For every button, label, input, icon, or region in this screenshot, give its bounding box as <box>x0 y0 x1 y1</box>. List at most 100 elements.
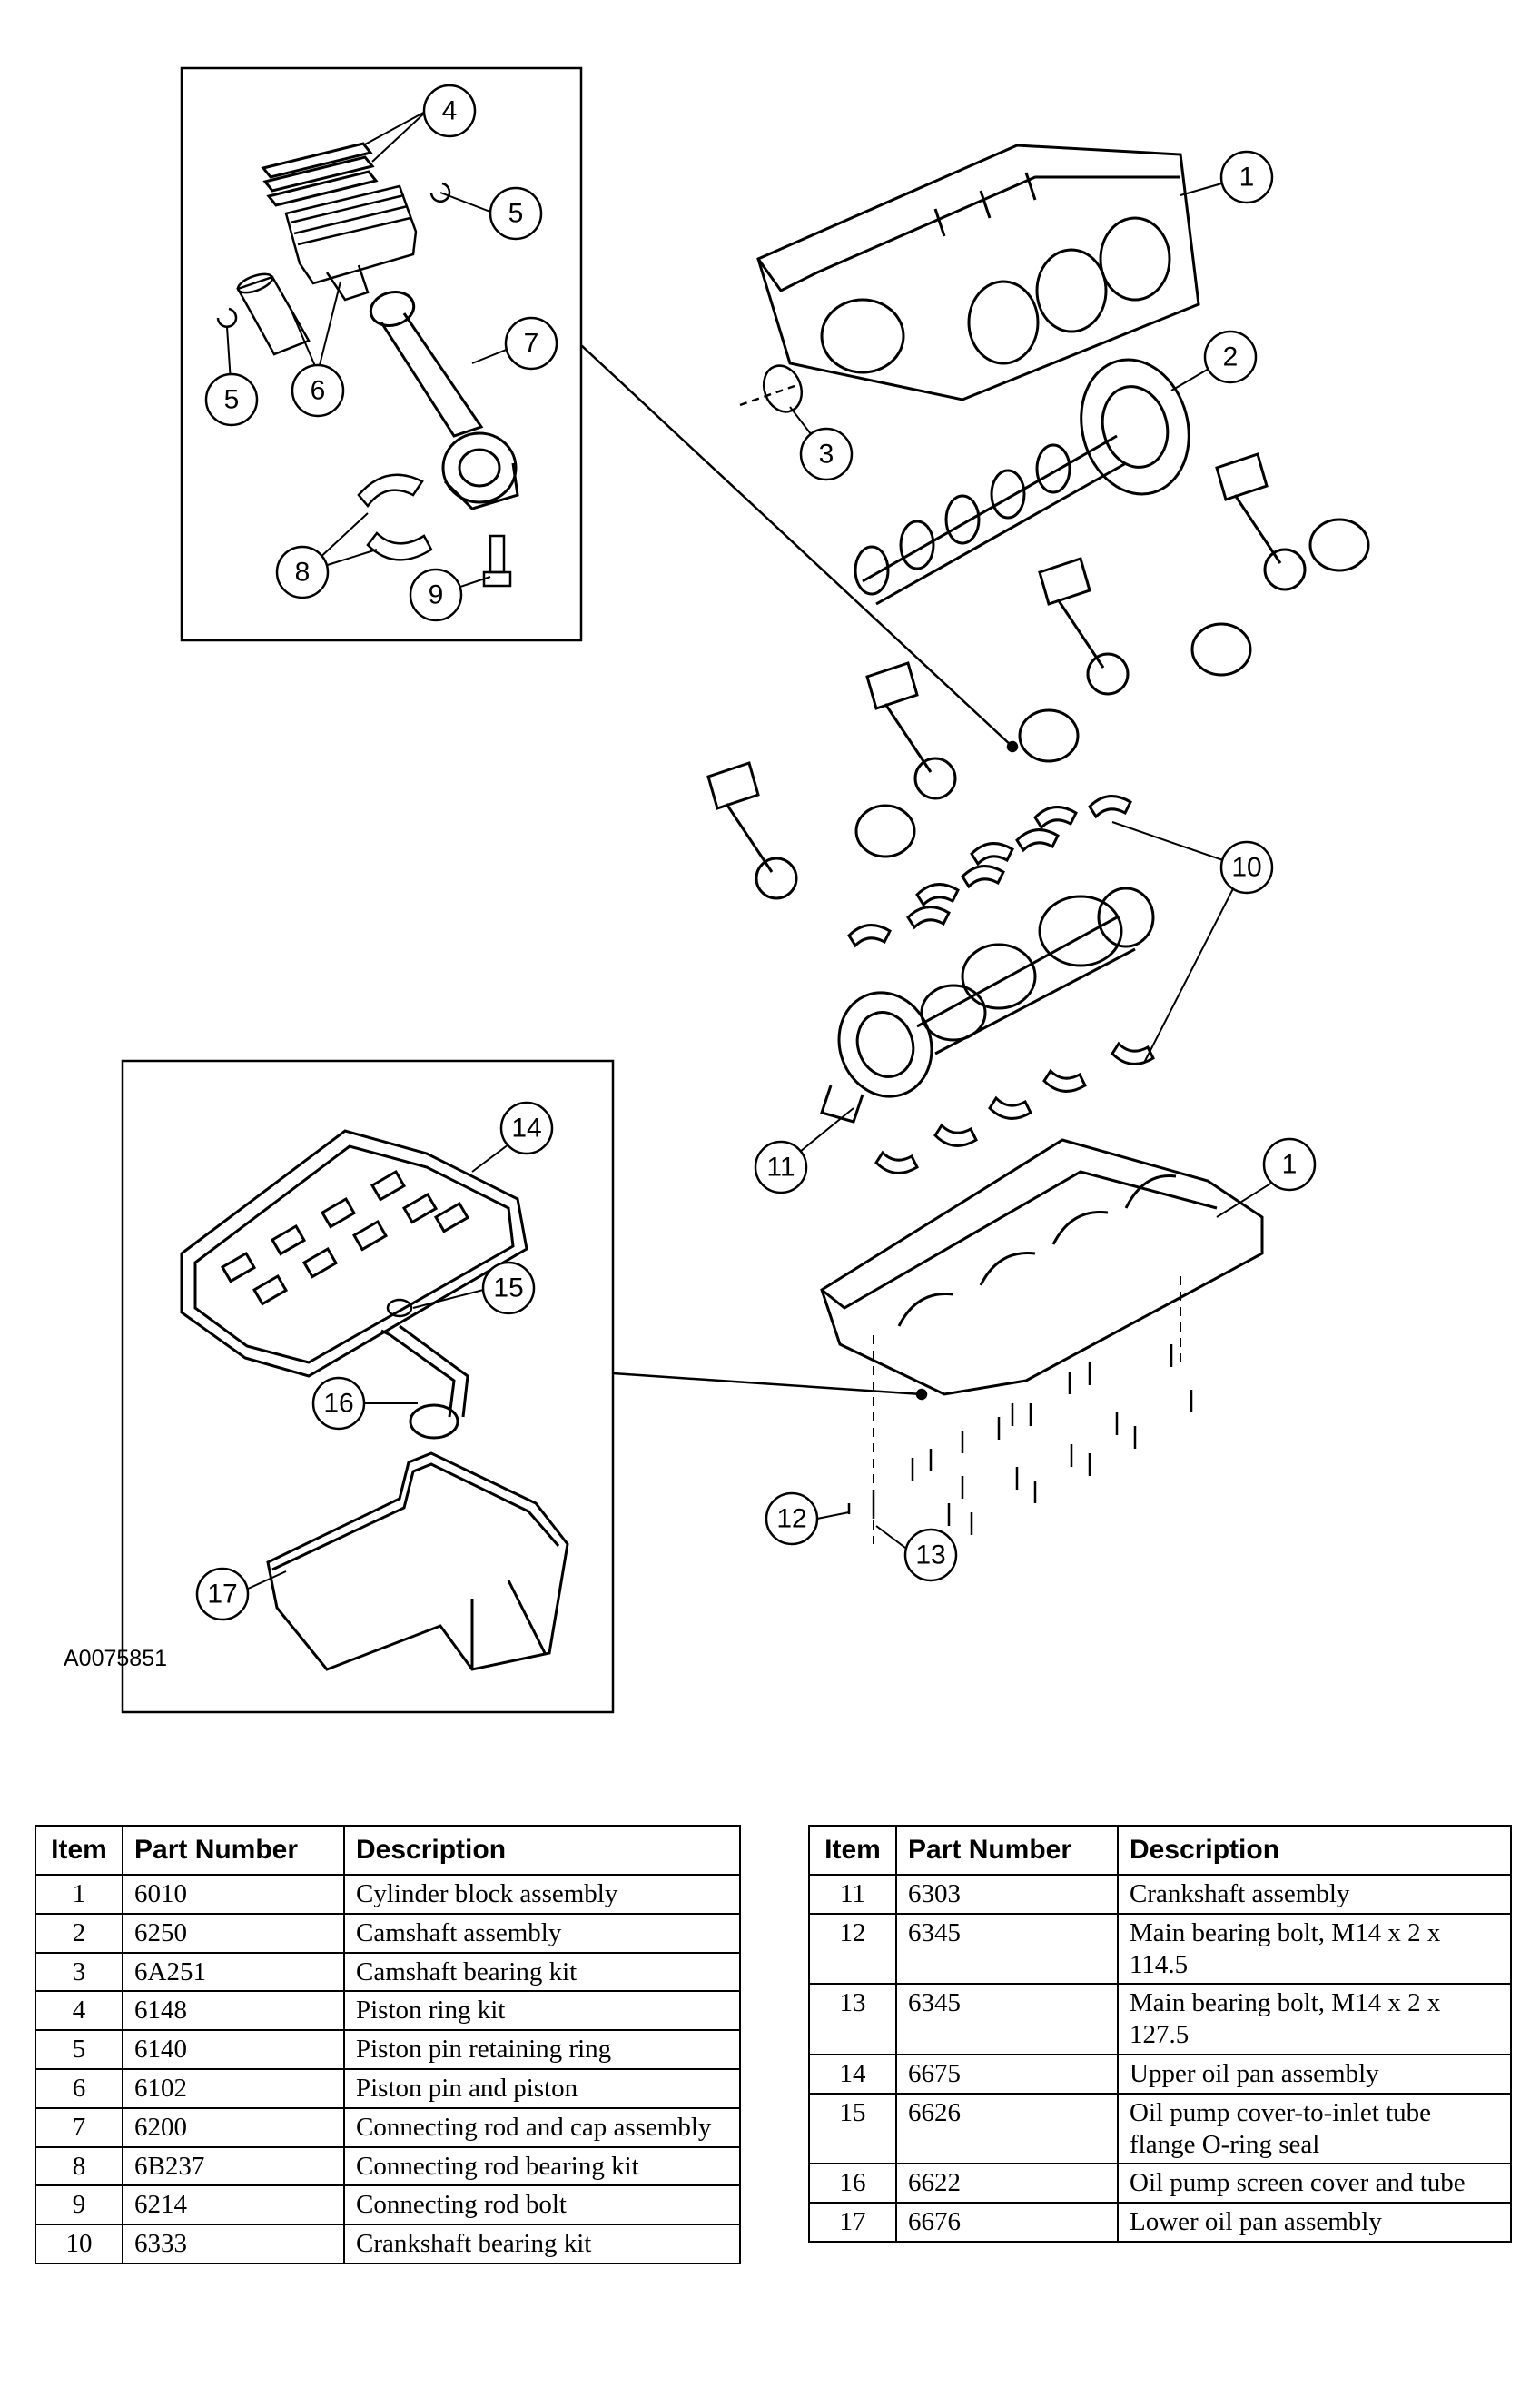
svg-text:1: 1 <box>1282 1150 1298 1180</box>
cell-description: Oil pump cover-to-inlet tube flange O-ri… <box>1117 2092 1512 2165</box>
callout-9: 9 <box>409 568 463 622</box>
upper-oil-pan-icon <box>180 1129 528 1378</box>
oil-pan-inset-frame <box>121 1059 615 1714</box>
callout-16: 16 <box>311 1376 366 1431</box>
cell-part-number: 6148 <box>122 1990 345 2032</box>
piston-icon <box>284 184 418 302</box>
cell-description: Connecting rod bolt <box>343 2184 741 2226</box>
cell-description: Crankshaft bearing kit <box>343 2224 741 2264</box>
cell-item: 2 <box>35 1912 123 1954</box>
cell-part-number: 6140 <box>122 2029 345 2070</box>
header-description: Description <box>1117 1825 1512 1876</box>
cell-item: 8 <box>35 2145 123 2187</box>
callout-2: 2 <box>1203 330 1258 384</box>
cell-part-number: 6345 <box>895 1912 1119 1986</box>
main-bearing-bolts-icon <box>847 1344 1193 1535</box>
cell-item: 17 <box>808 2202 897 2243</box>
cell-description: Oil pump screen cover and tube <box>1117 2163 1512 2204</box>
callout-8: 8 <box>275 545 330 599</box>
cell-item: 7 <box>35 2106 123 2148</box>
cell-description: Connecting rod and cap assembly <box>343 2106 741 2148</box>
svg-text:16: 16 <box>323 1389 353 1419</box>
cell-item: 11 <box>808 1874 897 1915</box>
callout-15: 15 <box>481 1261 536 1315</box>
callout-17: 17 <box>195 1567 250 1621</box>
rod-bearing-icon <box>357 473 433 561</box>
svg-text:8: 8 <box>295 558 311 588</box>
cell-item: 15 <box>808 2092 897 2165</box>
table-header-row: Item Part Number Description <box>35 1825 741 1876</box>
cell-description: Cylinder block assembly <box>343 1874 741 1915</box>
piston-inset-leader <box>580 344 1013 748</box>
cell-item: 16 <box>808 2163 897 2204</box>
svg-text:7: 7 <box>524 329 539 359</box>
svg-text:13: 13 <box>915 1540 945 1570</box>
cell-part-number: 6345 <box>895 1983 1119 2055</box>
callout-1-lower: 1 <box>1262 1137 1317 1192</box>
cell-part-number: 6250 <box>122 1912 345 1954</box>
cell-part-number: 6626 <box>895 2092 1119 2165</box>
cell-description: Lower oil pan assembly <box>1117 2202 1512 2243</box>
svg-text:3: 3 <box>819 440 834 470</box>
cell-item: 3 <box>35 1951 123 1993</box>
svg-text:9: 9 <box>429 580 444 610</box>
cell-item: 12 <box>808 1912 897 1986</box>
cell-item: 6 <box>35 2067 123 2109</box>
cell-part-number: 6A251 <box>122 1951 345 1993</box>
cell-item: 5 <box>35 2029 123 2070</box>
cell-description: Crankshaft assembly <box>1117 1874 1512 1915</box>
header-item: Item <box>35 1825 123 1876</box>
cell-part-number: 6010 <box>122 1874 345 1915</box>
callout-3: 3 <box>799 427 854 481</box>
connecting-rod-icon <box>369 291 519 510</box>
callout-4: 4 <box>422 84 477 138</box>
cell-item: 10 <box>35 2224 123 2264</box>
callout-12: 12 <box>765 1491 819 1546</box>
cell-part-number: 6303 <box>895 1874 1119 1915</box>
cell-part-number: 6102 <box>122 2067 345 2109</box>
cell-part-number: 6B237 <box>122 2145 345 2187</box>
cell-description: Connecting rod bearing kit <box>343 2145 741 2187</box>
cell-part-number: 6622 <box>895 2163 1119 2204</box>
cell-part-number: 6214 <box>122 2184 345 2226</box>
svg-text:12: 12 <box>776 1504 806 1534</box>
svg-text:10: 10 <box>1231 853 1261 883</box>
retaining-ring-icon <box>216 182 451 329</box>
cell-description: Camshaft assembly <box>343 1912 741 1954</box>
lower-oil-pan-icon <box>266 1451 569 1671</box>
callout-6: 6 <box>291 363 345 418</box>
piston-rings-icon <box>261 142 379 207</box>
svg-text:6: 6 <box>311 376 326 406</box>
cell-item: 9 <box>35 2184 123 2226</box>
cell-part-number: 6333 <box>122 2224 345 2264</box>
cell-item: 4 <box>35 1990 123 2032</box>
cell-description: Piston pin and piston <box>343 2067 741 2109</box>
crankshaft-icon <box>820 887 1155 1124</box>
svg-text:15: 15 <box>493 1273 523 1303</box>
cell-item: 1 <box>35 1874 123 1915</box>
piston-pin-icon <box>236 272 311 356</box>
callout-13: 13 <box>903 1528 958 1582</box>
rod-bolt-icon <box>482 534 512 588</box>
callout-7: 7 <box>504 316 558 371</box>
lower-block-icon <box>820 1138 1264 1544</box>
cell-description: Upper oil pan assembly <box>1117 2053 1512 2095</box>
svg-text:1: 1 <box>1239 163 1255 193</box>
oilpan-inset-leader <box>612 1372 923 1396</box>
cell-description: Camshaft bearing kit <box>343 1951 741 1993</box>
callout-5a: 5 <box>489 186 543 241</box>
